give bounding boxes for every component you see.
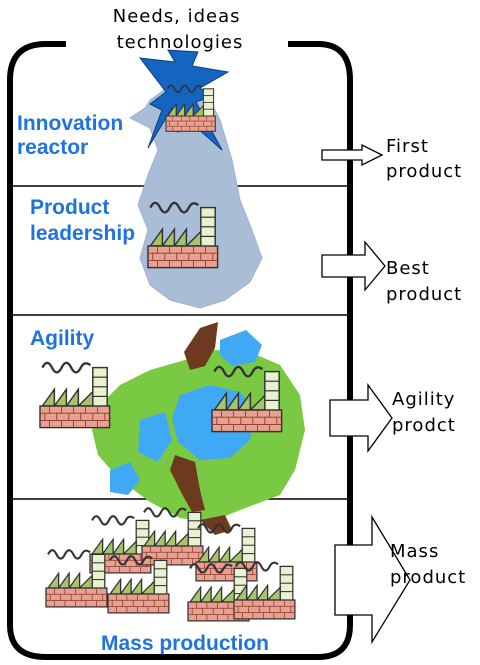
output-label-first-product: First product — [386, 136, 462, 182]
factory-icon — [38, 361, 111, 429]
output-label-best-product: Best product — [386, 258, 462, 305]
arrow-right-icon — [334, 514, 411, 645]
stage-label-mass-production: Mass production — [101, 632, 269, 655]
output-label-agility-product: Agility prodct — [392, 389, 462, 436]
input-label: Needs, ideas technologies — [113, 6, 248, 53]
output-label-mass-product: Mass product — [390, 541, 466, 588]
europe-map — [92, 322, 305, 535]
stage-label-product-leadership: Product leadership — [30, 196, 135, 245]
stage-label-innovation-reactor: Innovation reactor — [17, 112, 129, 159]
arrow-right-icon — [321, 240, 386, 292]
container-outline — [7, 41, 353, 660]
arrow-right-icon — [321, 143, 384, 167]
arrow-right-icon — [329, 383, 393, 453]
factory-icon — [44, 549, 108, 608]
stage-label-agility: Agility — [30, 327, 94, 350]
